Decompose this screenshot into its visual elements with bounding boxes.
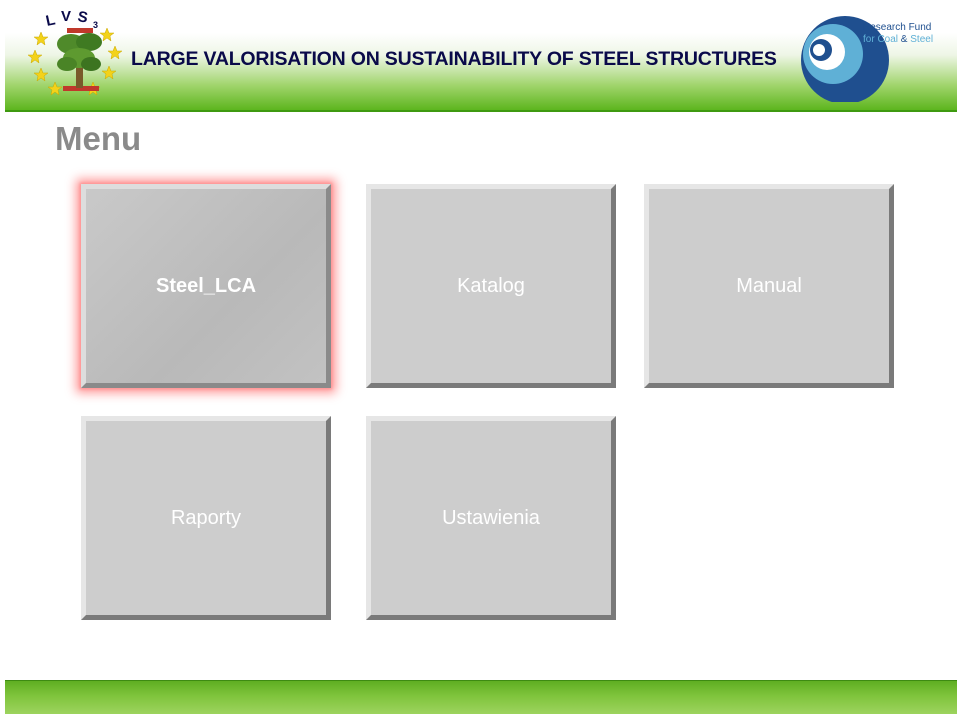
- header-banner: L V S 3 LARGE VALORISATION ON SUSTAINABI…: [5, 0, 957, 112]
- rfcs-line2-prefix: for Coal: [863, 34, 901, 45]
- menu-tile-katalog[interactable]: Katalog: [366, 184, 616, 388]
- rfcs-line2-amp: &: [900, 34, 908, 45]
- rfcs-line2: for Coal & Steel: [863, 34, 933, 46]
- menu-tile-label: Steel_LCA: [155, 274, 257, 297]
- lvs3-logo-icon: L V S 3: [27, 8, 123, 96]
- page-title: Menu: [55, 120, 142, 157]
- menu-tile-steel-lca[interactable]: Steel_LCA: [81, 184, 331, 388]
- menu-tile-label: Katalog: [457, 274, 525, 297]
- menu-tile-manual[interactable]: Manual: [644, 184, 894, 388]
- menu-tile-raporty[interactable]: Raporty: [81, 416, 331, 620]
- svg-text:L: L: [44, 11, 57, 30]
- header-title: LARGE VALORISATION ON SUSTAINABILITY OF …: [131, 48, 777, 70]
- menu-tile-label: Manual: [736, 274, 802, 297]
- menu-tile-label: Ustawienia: [442, 506, 540, 529]
- rfcs-line2-suffix: Steel: [907, 34, 934, 45]
- footer-bar: [5, 680, 957, 714]
- menu-tile-label: Raporty: [170, 506, 242, 529]
- svg-text:S: S: [76, 8, 89, 26]
- svg-text:V: V: [61, 8, 71, 25]
- rfcs-line1: Research Fund: [863, 22, 932, 33]
- menu-tile-ustawienia[interactable]: Ustawienia: [366, 416, 616, 620]
- svg-text:3: 3: [93, 20, 98, 30]
- rfcs-logo-text: Research Fund for Coal & Steel: [863, 22, 933, 46]
- rfcs-logo-icon: [801, 16, 889, 102]
